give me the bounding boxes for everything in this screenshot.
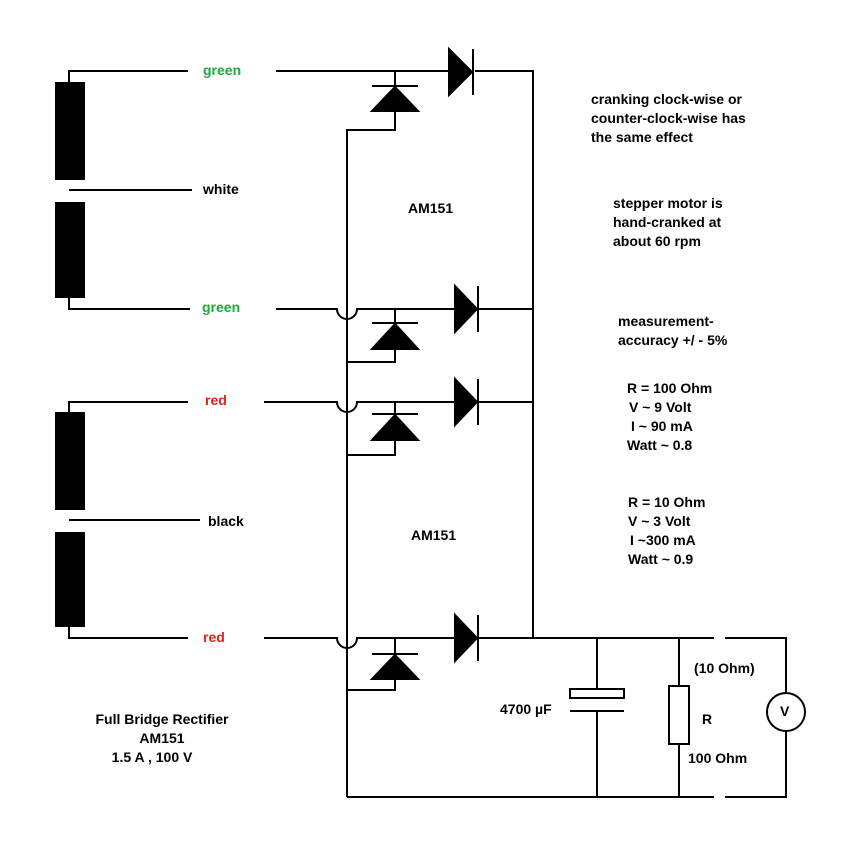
bridge-label-1: AM151 xyxy=(408,200,454,216)
wire-in-3 xyxy=(264,401,455,413)
note-cranking-line: counter-clock-wise has xyxy=(591,110,746,126)
note-cranking-line: the same effect xyxy=(591,129,693,145)
diode-pos-2 xyxy=(454,283,479,335)
diode-pos-1 xyxy=(448,46,474,98)
measurement-100-ohm: R = 100 Ohm V ~ 9 Volt I ~ 90 mA Watt ~ … xyxy=(627,379,712,455)
caption-rating: 1.5 A , 100 V xyxy=(111,749,193,765)
coil2-bot-lead xyxy=(68,627,188,639)
voltmeter-circle xyxy=(766,692,806,732)
coil2-winding-upper xyxy=(55,412,85,510)
note-cranking-line: cranking clock-wise or xyxy=(591,91,742,107)
coil2-top-lead xyxy=(68,401,188,412)
measurement-10-ohm: R = 10 Ohm V ~ 3 Volt I ~300 mA Watt ~ 0… xyxy=(628,493,705,569)
measurement-current: I ~ 90 mA xyxy=(631,418,693,434)
coil1-top-lead xyxy=(68,70,188,82)
note-stepper: stepper motor is hand-cranked at about 6… xyxy=(613,194,723,251)
caption: Full Bridge Rectifier AM151 1.5 A , 100 … xyxy=(72,710,252,767)
capacitor-plate-top xyxy=(569,688,625,699)
note-stepper-line: about 60 rpm xyxy=(613,233,701,249)
negative-tap-4 xyxy=(347,680,396,691)
coil1-bot-lead xyxy=(68,298,190,310)
coil1-winding-lower xyxy=(55,202,85,298)
positive-bus xyxy=(475,70,534,638)
measurement-power: Watt ~ 0.8 xyxy=(627,437,693,453)
negative-tap-2 xyxy=(347,350,396,363)
coil2-winding-lower xyxy=(55,532,85,627)
caption-title: Full Bridge Rectifier xyxy=(95,711,229,727)
diode-pos-3 xyxy=(454,376,479,428)
diode-neg-3 xyxy=(369,413,421,441)
wiring xyxy=(68,70,787,798)
coil-windings xyxy=(55,82,85,627)
wire-label-red-1: red xyxy=(205,392,227,408)
note-stepper-line: hand-cranked at xyxy=(613,214,722,230)
measurement-power: Watt ~ 0.9 xyxy=(628,551,694,567)
diode-pos-4 xyxy=(454,612,479,664)
negative-bus xyxy=(346,112,396,797)
bridge-label-2: AM151 xyxy=(411,527,457,543)
wire-in-4 xyxy=(264,637,455,649)
voltmeter-leads xyxy=(725,637,787,798)
capacitor-label: 4700 µF xyxy=(500,701,552,717)
wire-label-green-2: green xyxy=(202,299,241,315)
note-accuracy: measurement- accuracy +/ - 5% xyxy=(618,312,727,350)
positive-diodes xyxy=(448,46,479,664)
wire-label-green-1: green xyxy=(203,62,242,78)
resistor-alt-value: (10 Ohm) xyxy=(694,660,755,676)
note-cranking: cranking clock-wise or counter-clock-wis… xyxy=(591,90,746,147)
wire-label-black: black xyxy=(208,513,244,529)
measurement-resistance: R = 100 Ohm xyxy=(627,380,713,396)
measurement-current: I ~300 mA xyxy=(630,532,696,548)
measurement-voltage: V ~ 9 Volt xyxy=(629,399,692,415)
resistor-symbol: R xyxy=(702,711,713,727)
voltmeter-label: V xyxy=(780,703,790,719)
wire-label-red-2: red xyxy=(203,629,225,645)
coil1-winding-upper xyxy=(55,82,85,180)
note-accuracy-line: measurement- xyxy=(618,313,714,329)
caption-part: AM151 xyxy=(139,730,185,746)
negative-tap-3 xyxy=(347,441,396,456)
diode-neg-1 xyxy=(369,85,421,112)
diode-neg-2 xyxy=(369,322,421,350)
resistor-body xyxy=(668,685,690,745)
wire-label-white: white xyxy=(203,181,239,197)
measurement-resistance: R = 10 Ohm xyxy=(628,494,706,510)
negative-diodes xyxy=(369,85,421,680)
note-accuracy-line: accuracy +/ - 5% xyxy=(618,332,728,348)
wire-in-2 xyxy=(276,308,455,320)
measurement-voltage: V ~ 3 Volt xyxy=(628,513,691,529)
resistor-value: 100 Ohm xyxy=(688,750,748,766)
note-stepper-line: stepper motor is xyxy=(613,195,723,211)
diode-neg-4 xyxy=(369,653,421,680)
